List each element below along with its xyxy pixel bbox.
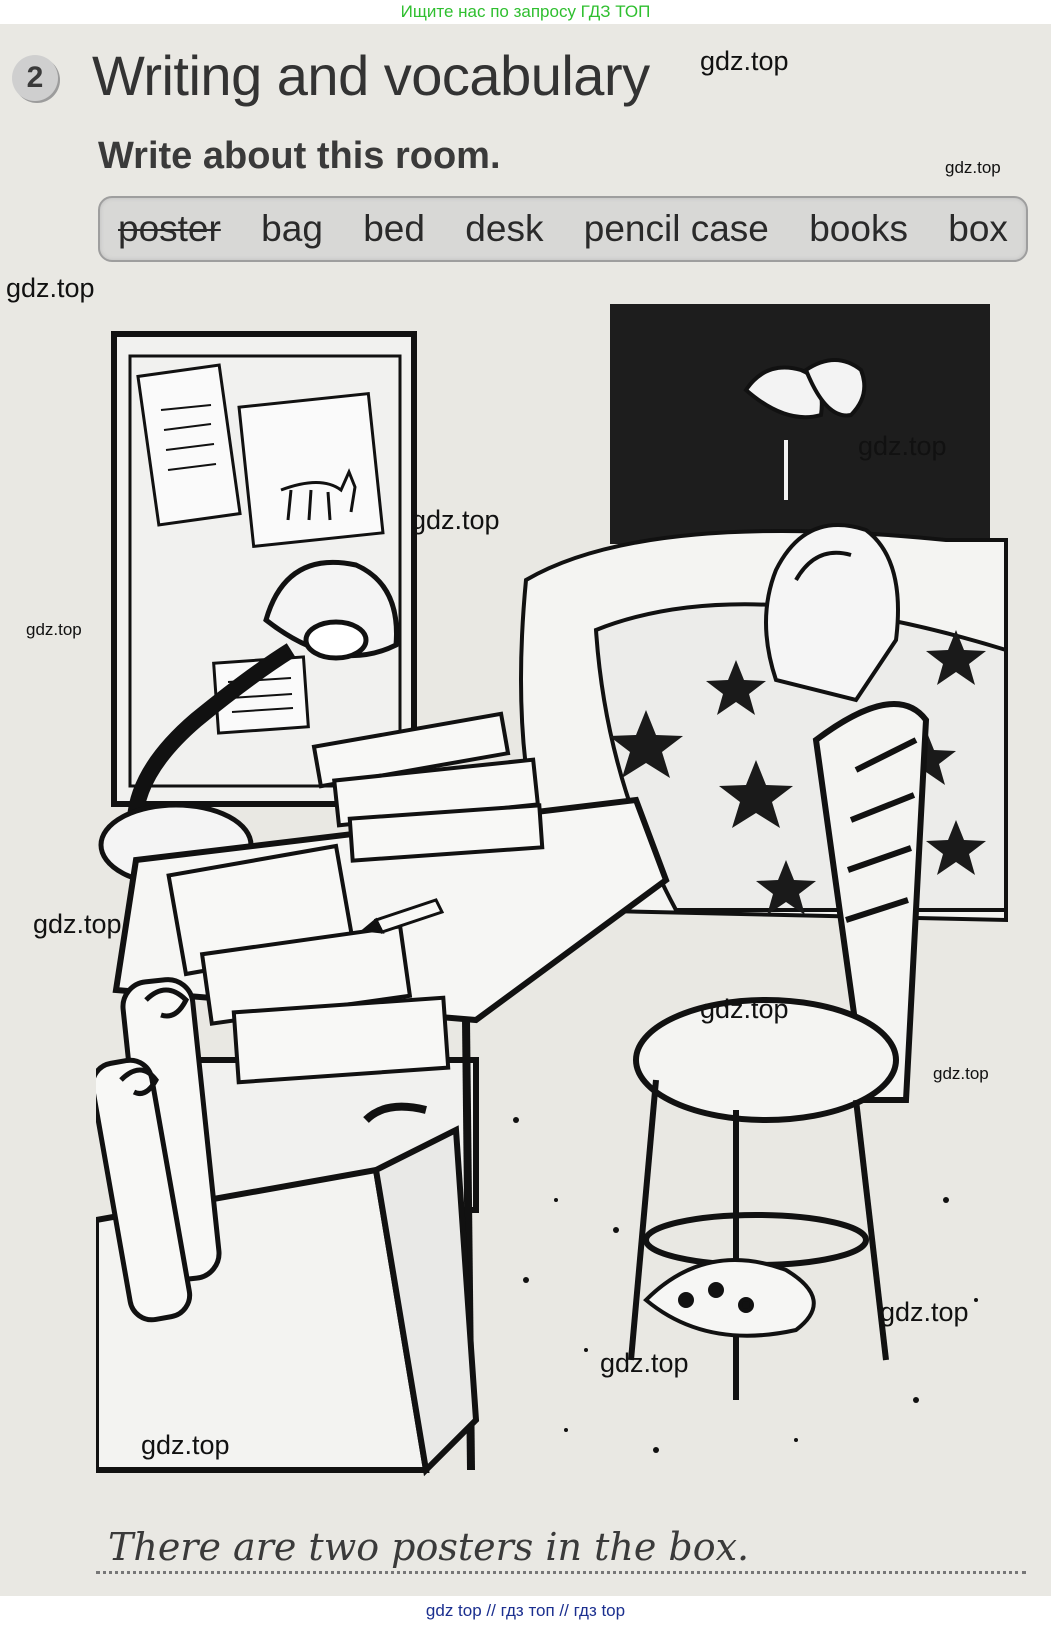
bag-icon	[764, 523, 900, 703]
books-icon	[166, 711, 545, 1085]
dark-wall	[610, 304, 990, 544]
slippers-icon	[643, 1258, 816, 1338]
watermark: gdz.top	[26, 620, 82, 639]
answer-line	[96, 1571, 1026, 1574]
watermark: gdz.top	[700, 46, 789, 76]
exercise-title: Writing and vocabulary	[92, 44, 650, 107]
watermark: gdz.top	[600, 1348, 689, 1378]
exercise-number: 2	[12, 55, 58, 101]
exercise-instruction: Write about this room.	[98, 135, 501, 177]
horse-icon	[280, 468, 357, 521]
watermark: gdz.top	[945, 158, 1001, 177]
word-books: books	[809, 208, 908, 249]
footer-links[interactable]: gdz top // гдз топ // гдз top	[0, 1596, 1051, 1626]
chair	[628, 701, 930, 1400]
watermark: gdz.top	[141, 1430, 230, 1460]
watermark: gdz.top	[880, 1297, 969, 1327]
word-pencil-case: pencil case	[583, 208, 769, 249]
word-box: poster bag bed desk pencil case books bo…	[98, 196, 1028, 262]
rolled-posters	[96, 977, 222, 1323]
watermark: gdz.top	[858, 431, 947, 461]
word-desk: desk	[465, 208, 544, 249]
desk-lamp-icon	[98, 559, 399, 888]
word-bag: bag	[261, 208, 323, 249]
posters-on-board	[136, 363, 385, 735]
wall-lamp-icon	[743, 358, 867, 500]
pencil-icon	[360, 898, 445, 934]
word-box-item: box	[948, 208, 1008, 249]
watermark: gdz.top	[933, 1064, 989, 1083]
top-banner[interactable]: Ищите нас по запросу ГДЗ ТОП	[0, 0, 1051, 24]
word-poster: poster	[118, 208, 221, 249]
watermark: gdz.top	[6, 273, 95, 303]
watermark: gdz.top	[33, 909, 122, 939]
word-bed: bed	[363, 208, 425, 249]
drawer-handle	[363, 1102, 427, 1123]
watermark: gdz.top	[411, 505, 500, 535]
room-illustration	[96, 304, 1008, 1477]
watermark: gdz.top	[700, 994, 789, 1024]
example-answer: There are two posters in the box.	[108, 1525, 750, 1569]
